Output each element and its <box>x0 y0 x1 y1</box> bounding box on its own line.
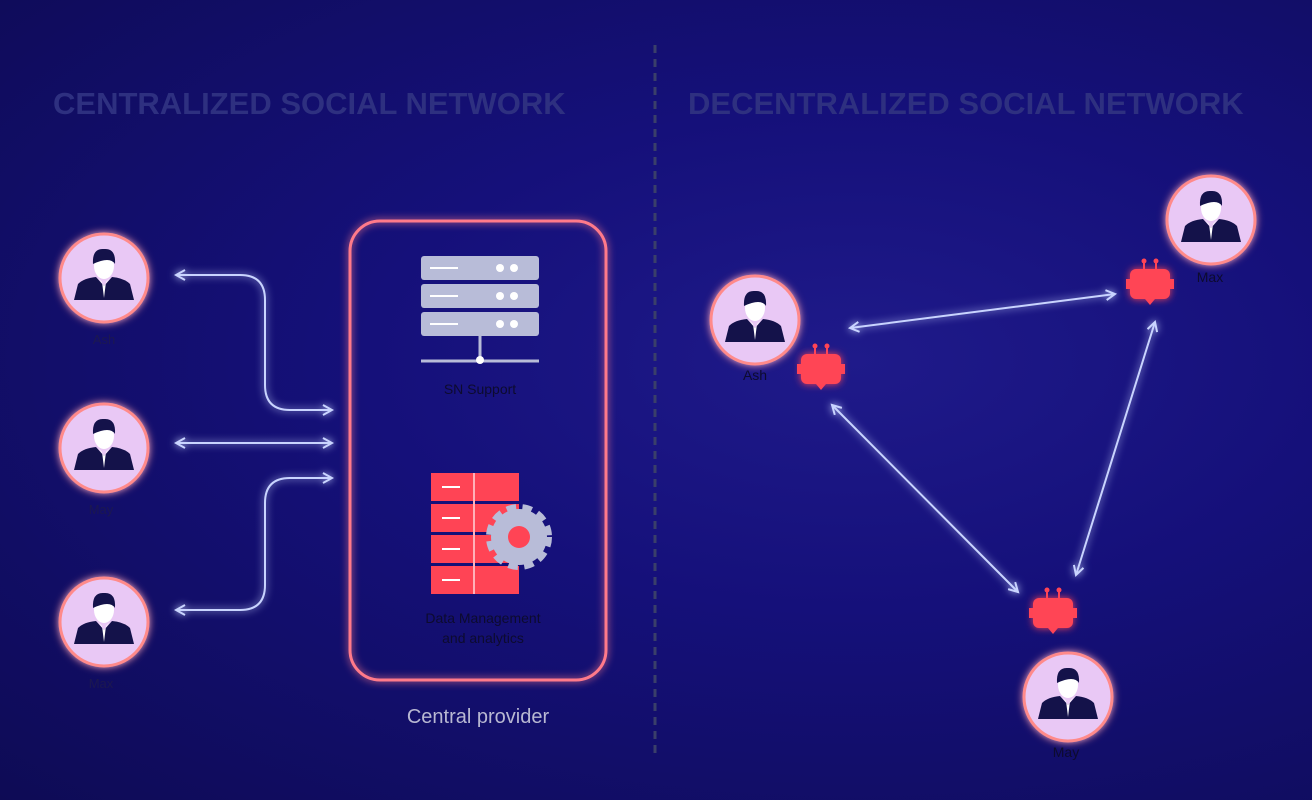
server-icon <box>421 256 539 364</box>
user-label-may: May <box>88 502 114 517</box>
avatar-may-left <box>60 404 148 492</box>
arrow-ash-may <box>832 405 1018 592</box>
arrow-max-provider <box>176 478 332 610</box>
right-arrows <box>832 294 1155 592</box>
central-provider-caption: Central provider <box>406 706 550 728</box>
robot-node-icon <box>1029 588 1077 635</box>
user-label-ash-right: Ash <box>742 367 768 383</box>
user-label-max-right: Max <box>1196 269 1224 285</box>
arrow-max-may <box>1076 322 1155 575</box>
sn-support-label: SN Support <box>443 381 517 397</box>
arrow-ash-max <box>850 294 1115 328</box>
avatar-ash-right <box>711 276 799 364</box>
left-arrows <box>176 275 332 610</box>
avatar-max-left <box>60 578 148 666</box>
centralized-title: CENTRALIZED SOCIAL NETWORK <box>53 86 566 121</box>
analytics-label: and analytics <box>442 630 524 646</box>
avatar-max-right <box>1167 176 1255 264</box>
avatar-may-right <box>1024 653 1112 741</box>
robot-node-icon <box>797 344 845 391</box>
decentralized-title: DECENTRALIZED SOCIAL NETWORK <box>688 86 1244 121</box>
central-provider-box <box>348 219 608 682</box>
avatar-ash-left <box>60 234 148 322</box>
user-label-ash: Ash <box>92 332 116 347</box>
arrow-ash-provider <box>176 275 332 410</box>
data-management-icon <box>431 473 552 594</box>
robot-node-icon <box>1126 259 1174 306</box>
data-management-label: Data Management <box>425 610 541 626</box>
user-label-may-right: May <box>1052 744 1080 760</box>
user-label-max: Max <box>88 676 114 691</box>
